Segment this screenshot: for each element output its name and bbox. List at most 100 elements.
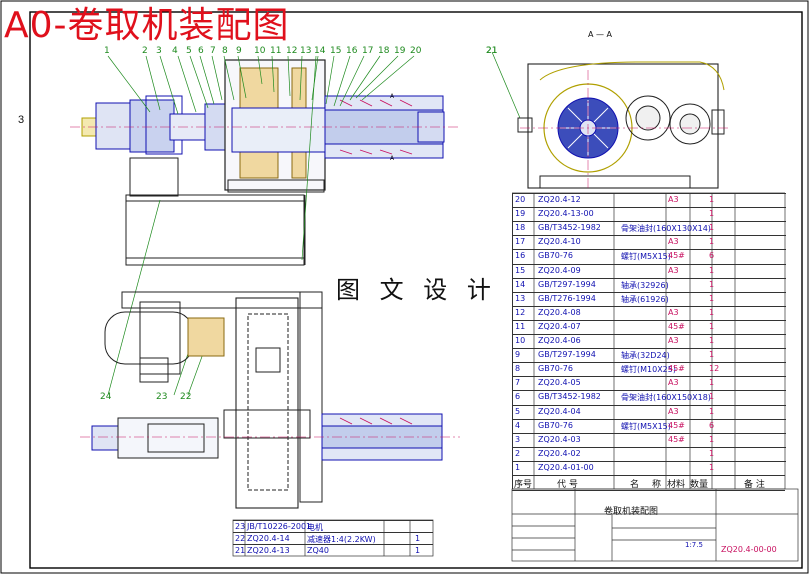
bom-cell-qty: 1 <box>709 195 715 204</box>
bom-header-material: 材料 <box>667 480 686 490</box>
bom-cell-no: 5 <box>515 406 521 416</box>
item-balloon: 8 <box>222 46 228 56</box>
bom-cell-qty: 1 <box>709 321 715 331</box>
page-number: 3 <box>18 114 25 126</box>
item-balloon: 7 <box>210 46 216 56</box>
bom-cell-no: 20 <box>515 195 526 204</box>
bom-cell-code: ZQ20.4-13-00 <box>538 209 594 219</box>
item-balloon: 21 <box>486 46 498 56</box>
bom-cell-mat: A3 <box>668 378 679 388</box>
bom-header-name-1: 名 <box>630 480 640 490</box>
bom-cell-code: GB/T297-1994 <box>538 350 596 360</box>
bom-cell-code: ZQ20.4-07 <box>538 321 581 331</box>
bom-cell-name: 轴承(32D24) <box>621 351 670 361</box>
lower-cell-no: 22 <box>235 534 246 543</box>
lower-table-grid <box>232 519 434 557</box>
item-balloon: 24 <box>100 392 112 402</box>
bom-cell-mat: A3 <box>668 265 679 275</box>
bom-cell-qty: 1 <box>709 223 715 233</box>
bom-cell-qty: 1 <box>709 378 715 388</box>
lower-cell-qty: 1 <box>415 546 421 555</box>
item-balloon: 1 <box>104 46 110 56</box>
lower-cell-code: ZQ20.4-13 <box>247 546 290 555</box>
watermark-text: 图 文 设 计 <box>330 270 503 305</box>
bom-cell-code: ZQ20.4-12 <box>538 195 581 204</box>
bom-cell-no: 12 <box>515 307 526 317</box>
drawing-frame <box>29 11 803 569</box>
bom-cell-qty: 1 <box>709 350 715 360</box>
bom-cell-name: 轴承(61926) <box>621 294 669 304</box>
item-balloon: 19 <box>394 46 406 56</box>
bom-cell-qty: 1 <box>709 307 715 317</box>
bom-cell-no: 18 <box>515 223 526 233</box>
bom-cell-mat: 45# <box>668 364 685 374</box>
title-block-scale: 1:7.5 <box>685 541 703 549</box>
item-balloon: 10 <box>254 46 266 56</box>
bom-cell-no: 3 <box>515 434 521 444</box>
item-balloon: 16 <box>346 46 358 56</box>
item-balloon: 9 <box>236 46 242 56</box>
item-balloon: 23 <box>156 392 168 402</box>
item-balloon: 21 <box>486 46 498 56</box>
title-block-name: 卷取机装配图 <box>604 507 659 517</box>
lower-cell-no: 23 <box>235 522 246 531</box>
bom-cell-mat: A3 <box>668 406 679 416</box>
bom-cell-no: 15 <box>515 265 526 275</box>
bom-cell-mat: 45# <box>668 434 685 444</box>
item-balloon: 22 <box>180 392 192 402</box>
plan-view <box>80 291 460 509</box>
bom-cell-mat: 45# <box>668 321 685 331</box>
bom-cell-mat: A3 <box>668 237 679 247</box>
bom-cell-code: ZQ20.4-01-00 <box>538 462 594 472</box>
bom-cell-mat: A3 <box>668 336 679 345</box>
section-a-a-view <box>517 61 730 190</box>
bom-cell-no: 2 <box>515 448 521 458</box>
bom-cell-mat: 45# <box>668 420 685 430</box>
bom-cell-code: GB/T297-1994 <box>538 279 596 289</box>
bom-cell-code: GB/T3452-1982 <box>538 223 601 233</box>
item-balloon: 11 <box>270 46 282 56</box>
bom-cell-no: 11 <box>515 321 526 331</box>
item-balloon: 5 <box>186 46 192 56</box>
bom-cell-code: ZQ20.4-03 <box>538 434 581 444</box>
item-balloon: 20 <box>410 46 422 56</box>
bom-cell-no: 19 <box>515 209 526 219</box>
svg-text:A: A <box>390 93 395 100</box>
bom-cell-name: 骨架油封(160X150X18) <box>621 393 711 403</box>
lower-cell-qty: 1 <box>415 534 421 543</box>
bom-cell-qty: 1 <box>709 265 715 275</box>
item-balloon: 13 <box>300 46 312 56</box>
bom-header: 序号 代 号 名 称 材料 数量 备 注 <box>512 475 785 491</box>
bom-cell-name: 螺钉(M5X15) <box>621 421 671 431</box>
item-balloon: 6 <box>198 46 204 56</box>
bom-cell-code: GB70-76 <box>538 364 573 374</box>
bom-header-name-2: 称 <box>652 480 662 490</box>
lower-cell-name: ZQ40 <box>307 546 329 555</box>
bom-cell-code: ZQ20.4-04 <box>538 406 581 416</box>
bom-cell-no: 17 <box>515 237 526 247</box>
bom-cell-code: ZQ20.4-09 <box>538 265 581 275</box>
bom-cell-mat: A3 <box>668 307 679 317</box>
bom-cell-qty: 1 <box>709 392 715 402</box>
bom-header-no: 序号 <box>514 480 533 490</box>
bom-cell-qty: 1 <box>709 434 715 444</box>
bom-cell-no: 1 <box>515 462 521 472</box>
bom-header-qty: 数量 <box>690 480 709 490</box>
main-elevation-view: A A <box>70 51 521 396</box>
bom-cell-no: 6 <box>515 392 521 402</box>
bom-cell-no: 4 <box>515 420 521 430</box>
bom-header-remark: 备 注 <box>744 480 765 490</box>
